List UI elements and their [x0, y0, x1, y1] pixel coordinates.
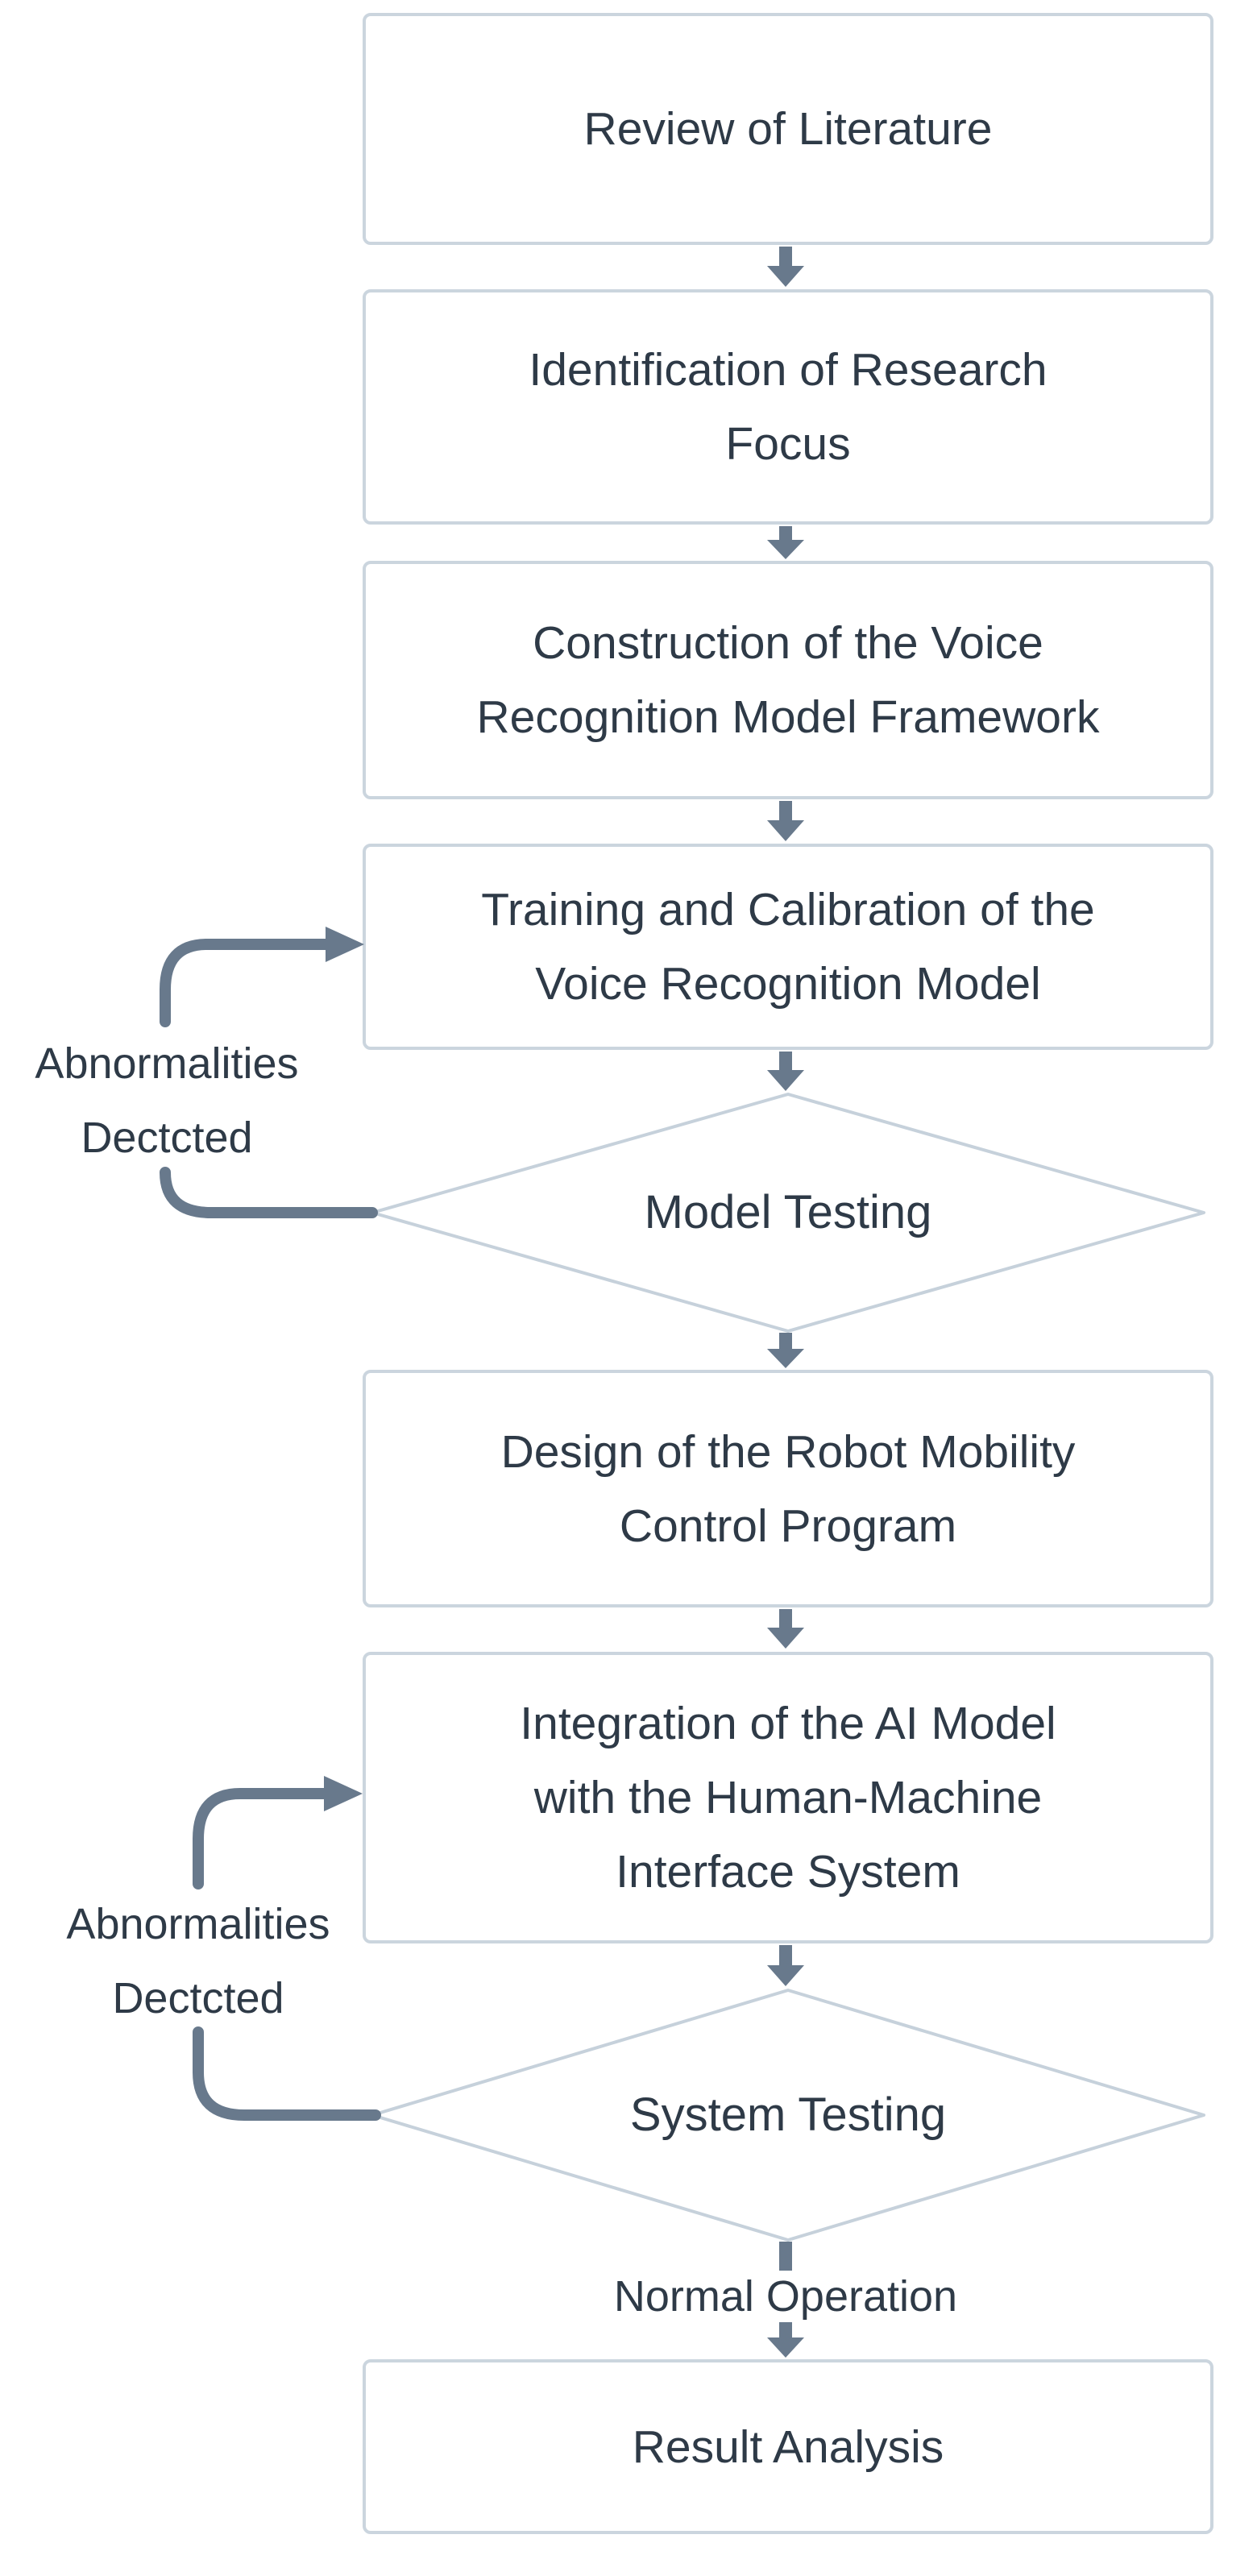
node-construction-framework: Construction of the Voice Recognition Mo…: [363, 561, 1213, 799]
arrow-normal-operation-to-result: [767, 2322, 804, 2358]
arrow-identification-to-construction: [767, 526, 804, 559]
node-label-line: Construction of the Voice: [533, 617, 1043, 669]
node-label-line: Design of the Robot Mobility: [500, 1425, 1076, 1478]
edge-label-line: Abnormalities: [66, 1900, 330, 1948]
node-label-line: Identification of Research: [529, 344, 1048, 396]
edge-label-line: Abnormalities: [35, 1039, 299, 1088]
node-label-line: Recognition Model Framework: [476, 691, 1100, 743]
arrow-construction-to-training: [767, 801, 804, 841]
decision-system-testing-label: System Testing: [629, 2089, 947, 2141]
node-label-line: Review of Literature: [583, 103, 993, 155]
node-label-line: Voice Recognition Model: [535, 958, 1041, 1010]
edge-label-abnormalities-detected-2: Abnormalities Dectcted: [37, 1887, 359, 2035]
node-identification-of-research-focus: Identification of Research Focus: [363, 289, 1213, 525]
node-label-line: Focus: [725, 418, 851, 470]
node-label-line: Training and Calibration of the: [481, 884, 1095, 935]
node-review-of-literature: Review of Literature: [363, 13, 1213, 245]
node-label-line: Interface System: [616, 1846, 960, 1898]
arrow-review-to-identification: [767, 247, 804, 287]
arrow-integration-to-system-testing: [767, 1945, 804, 1986]
node-training-and-calibration: Training and Calibration of the Voice Re…: [363, 844, 1213, 1050]
node-integration-hmi-system: Integration of the AI Model with the Hum…: [363, 1652, 1213, 1943]
arrow-design-to-integration: [767, 1609, 804, 1649]
arrow-model-testing-to-design: [767, 1333, 804, 1368]
loopback-arrowhead-icon: [326, 927, 364, 962]
node-design-control-program: Design of the Robot Mobility Control Pro…: [363, 1370, 1213, 1607]
decision-model-testing-label: Model Testing: [644, 1186, 932, 1238]
edge-label-abnormalities-detected-1: Abnormalities Dectcted: [6, 1027, 328, 1175]
edge-label-line: Dectcted: [81, 1114, 253, 1162]
node-result-analysis: Result Analysis: [363, 2359, 1213, 2534]
node-label-line: Integration of the AI Model: [520, 1698, 1056, 1749]
edge-label-line: Dectcted: [112, 1974, 284, 2022]
node-label-line: with the Human-Machine: [533, 1772, 1043, 1823]
arrow-training-to-model-testing: [767, 1052, 804, 1091]
node-label-line: Control Program: [619, 1500, 957, 1552]
node-label-line: Result Analysis: [632, 2420, 944, 2473]
loopback-arrowhead-icon: [324, 1776, 363, 1811]
edge-label-normal-operation: Normal Operation: [613, 2272, 958, 2321]
